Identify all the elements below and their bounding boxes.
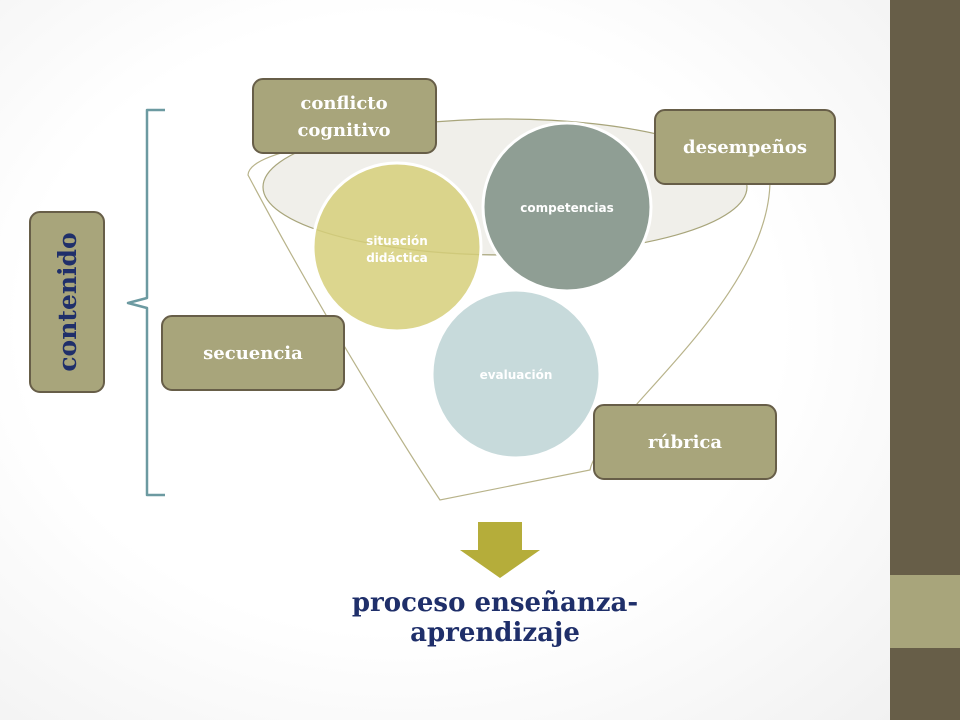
- box-conflicto-line2: cognitivo: [297, 120, 390, 141]
- bracket: [126, 108, 165, 497]
- box-rubrica-label: rúbrica: [648, 432, 722, 453]
- circle-situacion-didactica: situación didáctica: [311, 161, 483, 333]
- box-conflicto-line1: conflicto: [300, 93, 387, 114]
- box-desempenos-label: desempeños: [683, 137, 807, 158]
- circle-situacion-label-line2: didáctica: [366, 251, 428, 265]
- circle-competencias: competencias: [481, 121, 653, 293]
- circle-evaluacion-label: evaluación: [480, 368, 553, 382]
- box-rubrica: rúbrica: [593, 404, 777, 480]
- box-contenido-label: contenido: [53, 232, 82, 371]
- box-desempenos: desempeños: [654, 109, 836, 185]
- circle-situacion-label-line1: situación: [366, 234, 428, 248]
- result-line2: aprendizaje: [410, 618, 580, 648]
- box-conflicto-cognitivo: conflicto cognitivo: [252, 78, 437, 154]
- side-bar-accent: [890, 575, 960, 648]
- result-label: proceso enseñanza- aprendizaje: [352, 588, 638, 648]
- circle-competencias-label: competencias: [520, 201, 613, 215]
- box-contenido: contenido: [29, 211, 105, 393]
- circle-evaluacion: evaluación: [430, 288, 602, 460]
- box-secuencia: secuencia: [161, 315, 345, 391]
- result-line1: proceso enseñanza-: [352, 588, 638, 618]
- down-arrow-icon: [460, 522, 540, 578]
- box-secuencia-label: secuencia: [203, 343, 303, 364]
